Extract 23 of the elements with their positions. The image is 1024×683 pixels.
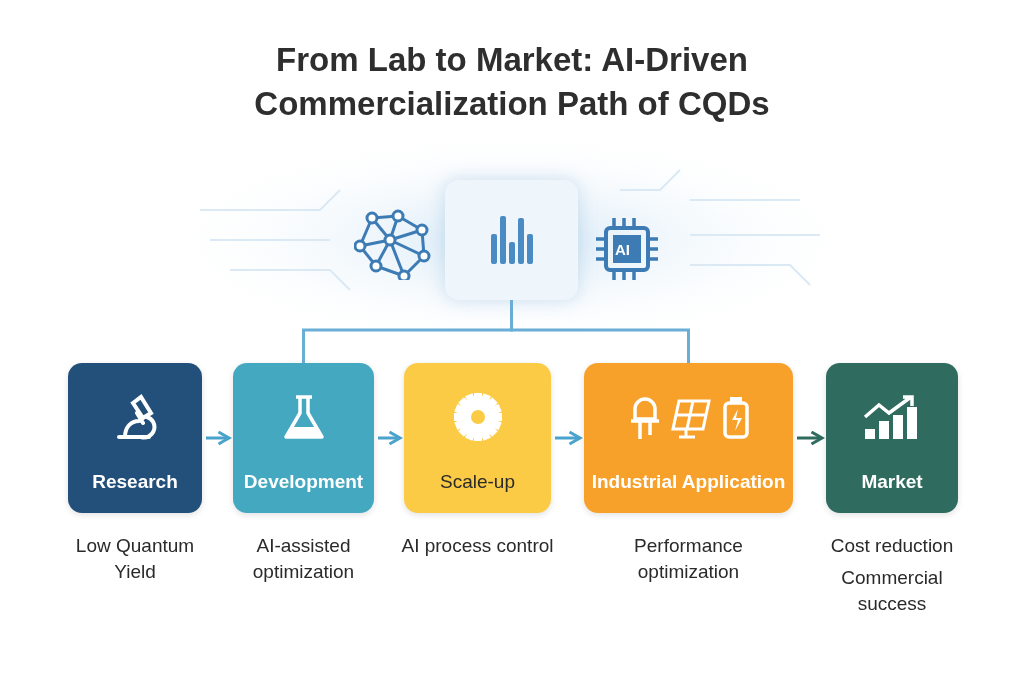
arrow (797, 430, 824, 446)
stage-label: Industrial Application (590, 471, 787, 493)
stage-label: Development (242, 471, 365, 493)
stage-label: Research (91, 471, 179, 493)
stage-note: Performance optimization (633, 534, 744, 584)
stage-note: Cost reduction (829, 534, 955, 558)
arrow (555, 430, 582, 446)
stage-note: AI process control (400, 534, 555, 558)
icon-panel (445, 180, 578, 300)
stage-label: Market (860, 471, 924, 493)
stage-note: Commercial success (840, 566, 944, 616)
stage-box (404, 363, 551, 513)
stage-box (233, 363, 374, 513)
arrow (206, 430, 231, 446)
stage-note: Low Quantum Yield (74, 534, 196, 584)
arrow (378, 430, 402, 446)
diagram-title: From Lab to Market: AI-Driven Commercialization Path of CQDs (253, 40, 771, 124)
stage-box (68, 363, 202, 513)
stage-note: AI-assisted optimization (251, 534, 356, 584)
chip-label: AI (615, 241, 630, 258)
stage-label: Scale-up (439, 471, 516, 493)
stage-box (826, 363, 958, 513)
stage-box (584, 363, 793, 513)
